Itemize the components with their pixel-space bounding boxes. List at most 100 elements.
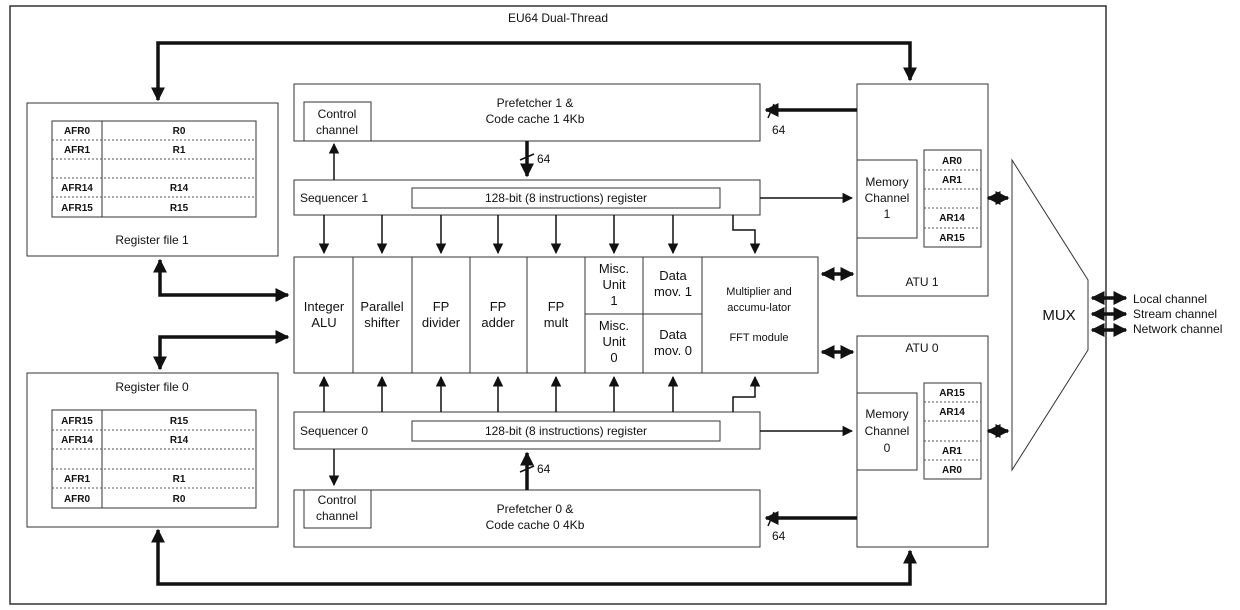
- fp-adder-line1: FP: [490, 299, 507, 314]
- bus-width-label: 64: [537, 152, 551, 166]
- misc-unit-1-line1: Misc.: [599, 261, 629, 276]
- r-cell: R0: [173, 494, 186, 505]
- fp-adder-line2: adder: [481, 315, 515, 330]
- atu-1-label: ATU 1: [905, 275, 938, 289]
- afr-cell: AFR15: [61, 416, 93, 427]
- atu-0-label: ATU 0: [905, 341, 938, 355]
- r-cell: R14: [170, 435, 189, 446]
- parallel-shifter-line2: shifter: [364, 315, 400, 330]
- prefetcher-0: Prefetcher 0 & Code cache 0 4Kb Control …: [293, 489, 761, 548]
- r-cell: R1: [173, 474, 186, 485]
- ar-cell: AR14: [939, 213, 965, 224]
- stream-channel-label: Stream channel: [1133, 307, 1217, 321]
- instruction-register-0-label: 128-bit (8 instructions) register: [485, 424, 647, 438]
- mac-line1: Multiplier and: [726, 286, 791, 298]
- bus-width-label: 64: [772, 529, 786, 543]
- fp-mult-line1: FP: [548, 299, 565, 314]
- prefetcher-1-line1: Prefetcher 1 &: [497, 96, 574, 110]
- sequencer-0-label: Sequencer 0: [300, 424, 368, 438]
- data-mov-0-line1: Data: [659, 327, 687, 342]
- bottom-bus: [151, 528, 917, 586]
- afr-cell: AFR1: [64, 145, 91, 156]
- diagram-title: EU64 Dual-Thread: [508, 11, 608, 25]
- memory-channel-1-line3: 1: [884, 207, 891, 221]
- r-cell: R15: [170, 203, 189, 214]
- ar-cell: AR15: [939, 388, 965, 399]
- misc-unit-1-line2: Unit: [602, 277, 626, 292]
- control-channel-0-line1: Control: [318, 493, 357, 507]
- register-table-0: [51, 409, 257, 509]
- control-channel-1-line1: Control: [318, 107, 357, 121]
- atu-0: ATU 0 Memory Channel 0 AR15 AR14 AR1 AR0: [856, 335, 989, 548]
- ar-cell: AR1: [942, 175, 962, 186]
- memory-channel-0-line1: Memory: [865, 407, 908, 421]
- integer-alu-line1: Integer: [304, 299, 345, 314]
- afr-cell: AFR0: [64, 494, 91, 505]
- local-channel-label: Local channel: [1133, 292, 1207, 306]
- prefetcher-1: Prefetcher 1 & Code cache 1 4Kb Control …: [293, 83, 761, 142]
- memory-channel-0-line3: 0: [884, 441, 891, 455]
- afr-cell: AFR1: [64, 474, 91, 485]
- fp-divider-line2: divider: [422, 315, 461, 330]
- integer-alu-line2: ALU: [311, 315, 336, 330]
- control-channel-1-line2: channel: [316, 123, 358, 137]
- connectors: 64 64 64 64: [151, 41, 1128, 586]
- register-file-0: Register file 0 AFR15 R15 AFR14 R14 AFR1…: [26, 372, 279, 528]
- rf1-alu-link: [153, 258, 290, 302]
- misc-unit-0-line1: Misc.: [599, 318, 629, 333]
- register-file-1-label: Register file 1: [115, 233, 189, 247]
- ar-cell: AR0: [942, 156, 962, 167]
- ar-table-1: [923, 149, 982, 248]
- sequencer-1-label: Sequencer 1: [300, 191, 368, 205]
- mac-line3: FFT module: [729, 332, 788, 344]
- r-cell: R14: [170, 183, 189, 194]
- instruction-register-1-label: 128-bit (8 instructions) register: [485, 191, 647, 205]
- sequencer-1: Sequencer 1 128-bit (8 instructions) reg…: [293, 179, 761, 216]
- afr-cell: AFR14: [61, 183, 93, 194]
- execution-units: Integer ALU Parallel shifter FP divider …: [293, 256, 819, 374]
- register-table-1: [51, 120, 257, 218]
- register-file-0-label: Register file 0: [115, 380, 189, 394]
- control-channel-0: [303, 489, 372, 529]
- memory-channel-1-line2: Channel: [865, 191, 910, 205]
- data-mov-1-line1: Data: [659, 268, 687, 283]
- parallel-shifter-line1: Parallel: [360, 299, 403, 314]
- misc-unit-0-line3: 0: [610, 350, 617, 365]
- fp-divider-line1: FP: [433, 299, 450, 314]
- fp-mult-line2: mult: [544, 315, 569, 330]
- afr-cell: AFR14: [61, 435, 93, 446]
- afr-cell: AFR15: [61, 203, 93, 214]
- memory-channel-1: [856, 159, 918, 239]
- ar-table-0: [923, 382, 982, 480]
- instruction-register-1: [411, 187, 721, 209]
- control-channel-0-line2: channel: [316, 509, 358, 523]
- register-file-1: AFR0 R0 AFR1 R1 AFR14 R14 AFR15 R15 Regi…: [26, 102, 279, 257]
- prefetcher-0-line2: Code cache 0 4Kb: [486, 518, 585, 532]
- network-channel-label: Network channel: [1133, 322, 1222, 336]
- sequencer-0: Sequencer 0 128-bit (8 instructions) reg…: [293, 411, 761, 450]
- mux-label: MUX: [1042, 307, 1075, 324]
- memory-channel-0: [856, 392, 918, 471]
- mux: MUX: [1011, 158, 1089, 472]
- instruction-register-0: [411, 420, 721, 442]
- data-mov-0-line2: mov. 0: [654, 343, 692, 358]
- r-cell: R1: [173, 145, 186, 156]
- afr-cell: AFR0: [64, 126, 91, 137]
- bus-width-label: 64: [537, 462, 551, 476]
- prefetcher-1-line2: Code cache 1 4Kb: [486, 112, 585, 126]
- ar-cell: AR0: [942, 465, 962, 476]
- ar-cell: AR14: [939, 407, 965, 418]
- ar-cell: AR1: [942, 446, 962, 457]
- top-bus: [151, 41, 917, 102]
- r-cell: R0: [173, 126, 186, 137]
- atu-1: ATU 1 Memory Channel 1 AR0 AR1 AR14 AR15: [856, 83, 989, 297]
- memory-channel-0-line2: Channel: [865, 424, 910, 438]
- bus-width-label: 64: [772, 123, 786, 137]
- mac-line2: accumu-lator: [727, 302, 791, 314]
- misc-unit-0-line2: Unit: [602, 334, 626, 349]
- misc-unit-1-line3: 1: [610, 293, 617, 308]
- data-mov-1-line2: mov. 1: [654, 284, 692, 299]
- ar-cell: AR15: [939, 233, 965, 244]
- control-channel-1: [303, 101, 372, 142]
